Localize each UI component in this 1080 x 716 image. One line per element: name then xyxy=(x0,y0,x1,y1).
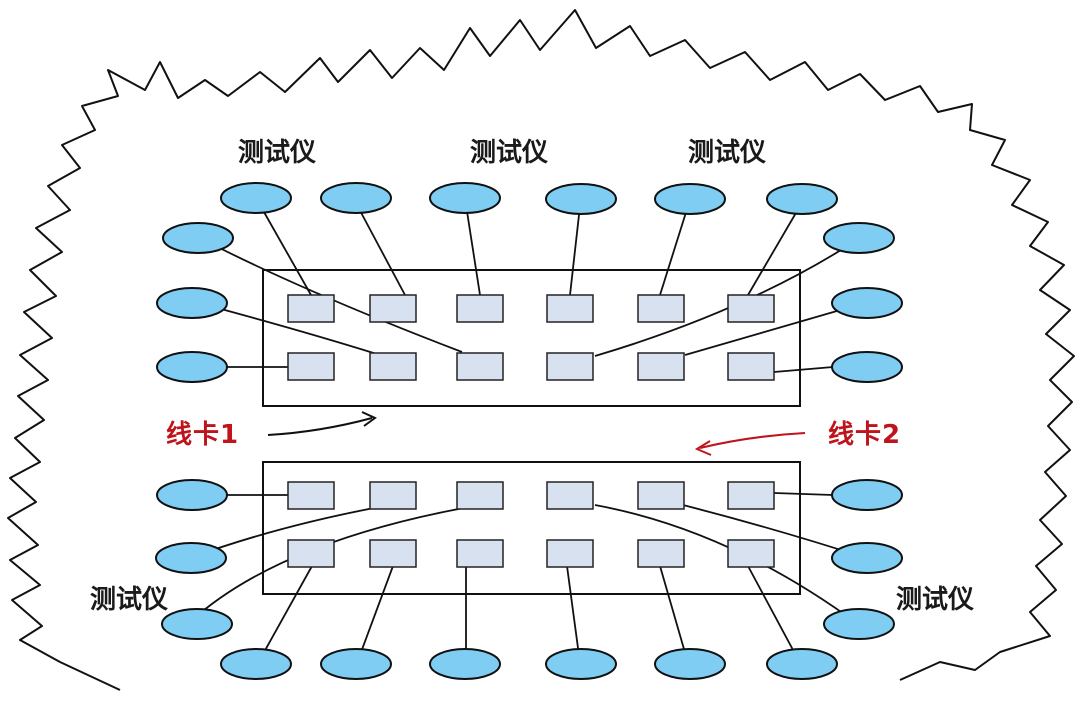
connector-line xyxy=(259,204,312,296)
port xyxy=(727,352,775,381)
line-card-1-label: 线卡1 xyxy=(166,420,240,450)
tester-label-bottom-left: 测试仪 xyxy=(90,585,169,615)
card1-arrow xyxy=(267,417,373,436)
connector-line xyxy=(773,366,834,373)
line-card-1-ports xyxy=(287,294,775,381)
port xyxy=(456,352,504,381)
port xyxy=(369,481,417,510)
connector-line xyxy=(747,565,801,664)
instrument-oval xyxy=(654,648,726,680)
card2-arrow-head xyxy=(694,440,712,456)
port xyxy=(287,294,335,323)
connector-line xyxy=(566,565,581,664)
tester-instruments xyxy=(155,182,903,680)
instrument-oval xyxy=(654,183,726,215)
instrument-oval xyxy=(766,183,838,215)
port xyxy=(369,539,417,568)
tester-label-bottom-right: 测试仪 xyxy=(896,585,975,615)
line-card-2 xyxy=(262,461,801,595)
card2-arrow xyxy=(699,432,806,449)
connector-line xyxy=(356,565,394,664)
port xyxy=(369,352,417,381)
line-card-2-label: 线卡2 xyxy=(828,420,902,450)
connector-line xyxy=(747,205,801,296)
instrument-oval xyxy=(831,287,903,319)
instrument-oval xyxy=(155,542,227,574)
port xyxy=(456,294,504,323)
connector-line xyxy=(199,237,463,353)
instrument-oval xyxy=(156,287,228,319)
sketch-border xyxy=(7,9,1075,691)
line-card-1 xyxy=(262,269,801,407)
instrument-oval xyxy=(162,222,234,254)
port xyxy=(287,481,335,510)
instrument-oval xyxy=(823,222,895,254)
instrument-oval xyxy=(766,648,838,680)
tester-label-top-2: 测试仪 xyxy=(470,138,549,168)
connector-line xyxy=(773,492,834,496)
port xyxy=(727,539,775,568)
card1-arrow-head xyxy=(361,411,377,427)
instrument-oval xyxy=(320,648,392,680)
connector-line xyxy=(659,205,689,296)
port xyxy=(637,539,685,568)
connector-line xyxy=(465,204,481,296)
instrument-oval xyxy=(429,648,501,680)
line-card-2-ports xyxy=(287,481,775,568)
tester-label-top-1: 测试仪 xyxy=(238,138,317,168)
port xyxy=(456,481,504,510)
port xyxy=(546,481,594,510)
connector-line xyxy=(257,565,313,664)
port xyxy=(727,481,775,510)
instrument-oval xyxy=(545,183,617,215)
instrument-oval xyxy=(156,351,228,383)
instrument-oval xyxy=(320,182,392,214)
port xyxy=(637,352,685,381)
port xyxy=(637,481,685,510)
instrument-oval xyxy=(156,479,228,511)
instrument-oval xyxy=(831,542,903,574)
port xyxy=(287,539,335,568)
port xyxy=(727,294,775,323)
instrument-oval xyxy=(220,182,292,214)
tester-label-top-3: 测试仪 xyxy=(688,138,767,168)
port xyxy=(369,294,417,323)
connector-line xyxy=(356,204,406,296)
connector-line xyxy=(659,565,689,664)
instrument-oval xyxy=(831,479,903,511)
port xyxy=(287,352,335,381)
instrument-oval xyxy=(545,648,617,680)
instrument-oval xyxy=(831,351,903,383)
port xyxy=(546,352,594,381)
connector-line xyxy=(569,205,581,296)
instrument-oval xyxy=(823,608,895,640)
port xyxy=(546,539,594,568)
port xyxy=(456,539,504,568)
instrument-oval xyxy=(220,648,292,680)
instrument-oval xyxy=(161,608,233,640)
instrument-oval xyxy=(429,182,501,214)
port xyxy=(546,294,594,323)
port xyxy=(637,294,685,323)
